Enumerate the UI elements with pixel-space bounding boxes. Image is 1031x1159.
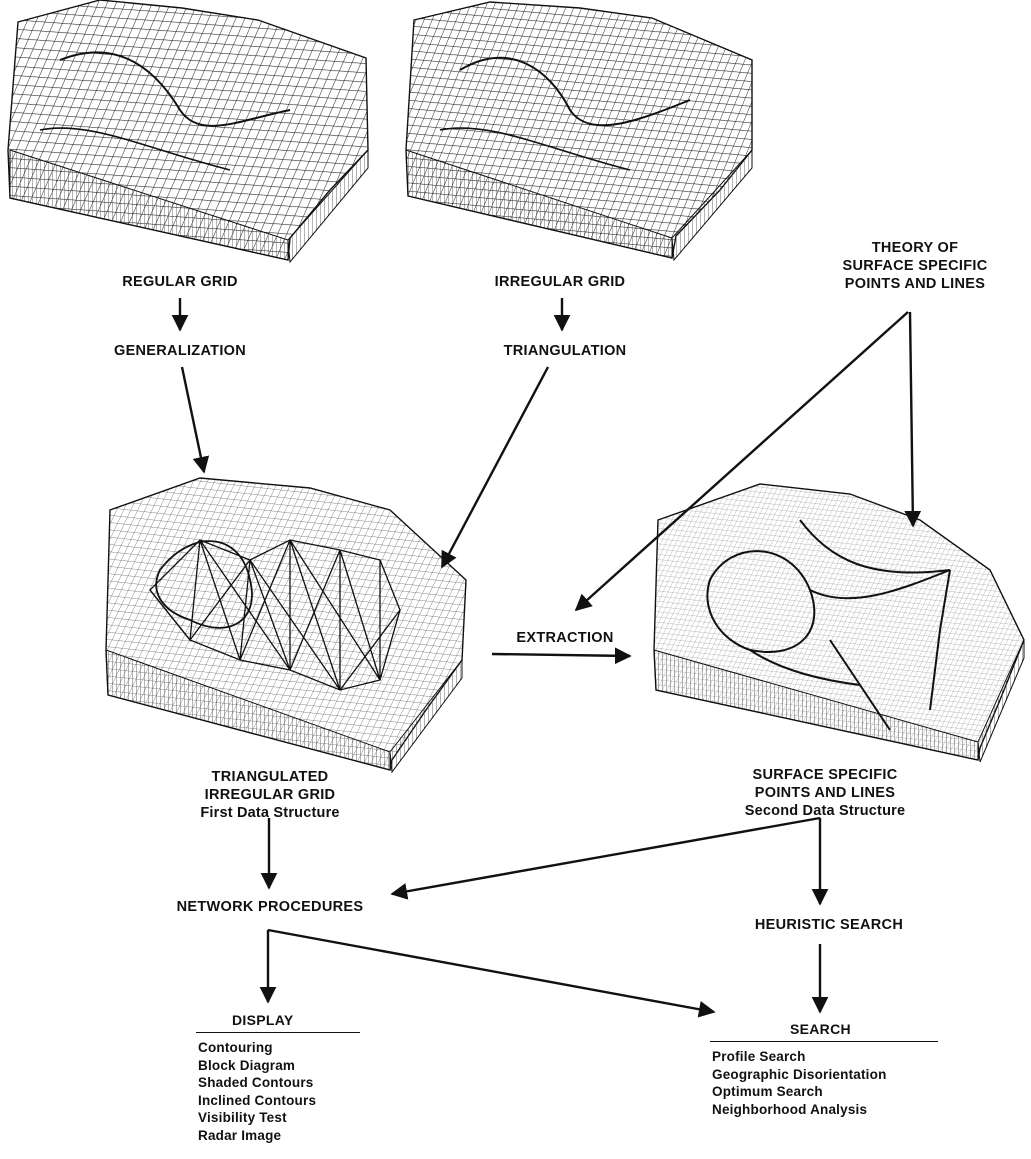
list-item: Shaded Contours (198, 1074, 316, 1092)
list-item: Contouring (198, 1039, 316, 1057)
arrow-network-to-search (268, 930, 714, 1012)
label-theory-surface-specific: THEORY OF SURFACE SPECIFIC POINTS AND LI… (810, 239, 1020, 293)
list-item: Block Diagram (198, 1057, 316, 1075)
theory-line-2: SURFACE SPECIFIC (810, 257, 1020, 275)
label-regular-grid: REGULAR GRID (100, 273, 260, 291)
list-item: Geographic Disorientation (712, 1066, 887, 1084)
list-item: Visibility Test (198, 1109, 316, 1127)
tin-line-1: TRIANGULATED (180, 768, 360, 786)
list-item: Optimum Search (712, 1083, 887, 1101)
search-rule (710, 1041, 938, 1042)
list-item: Inclined Contours (198, 1092, 316, 1110)
ssp-line-1: SURFACE SPECIFIC (730, 766, 920, 784)
arrow-ssp-to-network (392, 818, 820, 894)
search-list: Profile Search Geographic Disorientation… (712, 1048, 887, 1118)
arrow-extraction-to-ssp (492, 654, 630, 656)
label-extraction: EXTRACTION (500, 629, 630, 647)
theory-line-3: POINTS AND LINES (810, 275, 1020, 293)
label-network-procedures: NETWORK PROCEDURES (150, 898, 390, 916)
list-item: Profile Search (712, 1048, 887, 1066)
tin-line-2: IRREGULAR GRID (180, 786, 360, 804)
label-generalization: GENERALIZATION (80, 342, 280, 360)
arrow-triangulation-to-tin (442, 367, 548, 567)
list-item: Radar Image (198, 1127, 316, 1145)
label-irregular-grid: IRREGULAR GRID (475, 273, 645, 291)
label-triangulation: TRIANGULATION (480, 342, 650, 360)
tin-line-3: First Data Structure (180, 804, 360, 822)
display-title: DISPLAY (232, 1012, 294, 1028)
ssp-line-3: Second Data Structure (730, 802, 920, 820)
theory-line-1: THEORY OF (810, 239, 1020, 257)
arrow-generalization-to-tin (182, 367, 204, 472)
search-title: SEARCH (790, 1021, 851, 1037)
ssp-line-2: POINTS AND LINES (730, 784, 920, 802)
display-rule (196, 1032, 360, 1033)
label-surface-specific-points: SURFACE SPECIFIC POINTS AND LINES Second… (730, 766, 920, 820)
list-item: Neighborhood Analysis (712, 1101, 887, 1119)
label-heuristic-search: HEURISTIC SEARCH (734, 916, 924, 934)
arrow-theory-to-ssp (910, 312, 913, 526)
display-list: Contouring Block Diagram Shaded Contours… (198, 1039, 316, 1145)
label-tin: TRIANGULATED IRREGULAR GRID First Data S… (180, 768, 360, 822)
